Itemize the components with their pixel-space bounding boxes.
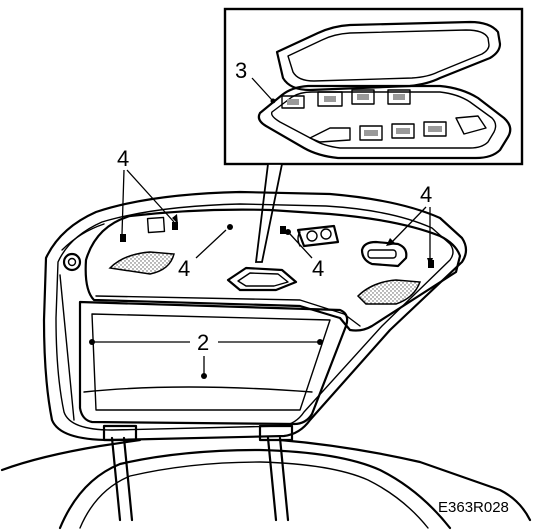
lamp-housing-outline: [257, 84, 512, 160]
housing-slots: [309, 115, 487, 143]
inset-pointer: [254, 163, 284, 263]
label-4-right: 4: [420, 182, 432, 207]
callout-4-mid-right: 4: [285, 229, 324, 281]
lower-trim-panel: [78, 300, 349, 426]
callout-4-right: 4: [386, 182, 433, 266]
latch-mechanism: [296, 224, 340, 248]
clip-socket-2: [172, 222, 178, 230]
callout-4-left: 4: [117, 146, 178, 242]
callout-4-mid-left: 4: [178, 224, 233, 281]
label-4-left: 4: [117, 146, 129, 171]
center-lamp: [226, 266, 298, 292]
left-hinge: [102, 424, 138, 442]
housing-tabs: [281, 89, 411, 109]
detail-inset: 3: [223, 7, 524, 166]
label-4-mid-right: 4: [312, 256, 324, 281]
label-4-mid-left: 4: [178, 256, 190, 281]
callout-2: 2: [89, 330, 323, 379]
clip-socket-3: [280, 226, 286, 234]
figure-code: E363R028: [438, 499, 509, 516]
left-pocket: [108, 251, 175, 275]
label-3: 3: [235, 58, 247, 83]
tailgate: [42, 190, 468, 442]
car-body: [0, 424, 532, 530]
handle-recess: [360, 240, 408, 268]
right-pocket: [356, 279, 422, 305]
clip-socket-4: [428, 260, 434, 268]
upper-trim-panel: [84, 208, 462, 332]
right-hinge: [258, 424, 294, 442]
lamp-lens-stipple: [287, 29, 490, 82]
leader-3: [251, 77, 273, 101]
label-2: 2: [197, 330, 209, 355]
lamp-lens-outline: [275, 20, 502, 92]
